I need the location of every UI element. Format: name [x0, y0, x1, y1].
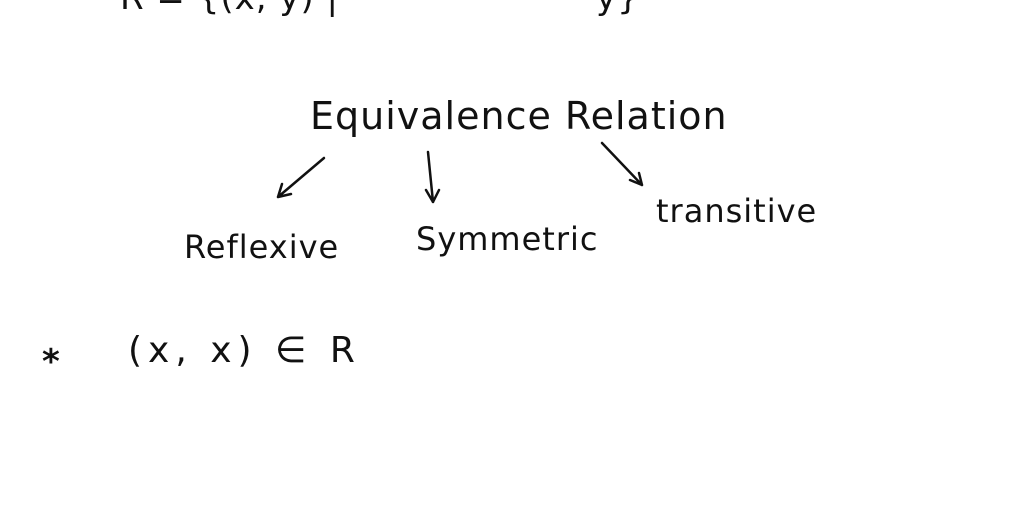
arrow-to-transitive	[600, 141, 644, 187]
heading: Equivalence Relation	[310, 94, 728, 138]
arrow-to-symmetric	[424, 150, 441, 204]
branch-transitive: transitive	[656, 192, 818, 230]
branch-reflexive: Reflexive	[184, 228, 340, 266]
top-line-partial: R = {(x, y) |	[120, 0, 339, 18]
branch-symmetric: Symmetric	[416, 220, 599, 258]
top-line-end: y}	[596, 0, 640, 18]
arrow-to-reflexive	[276, 156, 326, 199]
reflexive-condition: (x, x) ∈ R	[128, 330, 361, 371]
bullet-star: *	[42, 342, 61, 382]
